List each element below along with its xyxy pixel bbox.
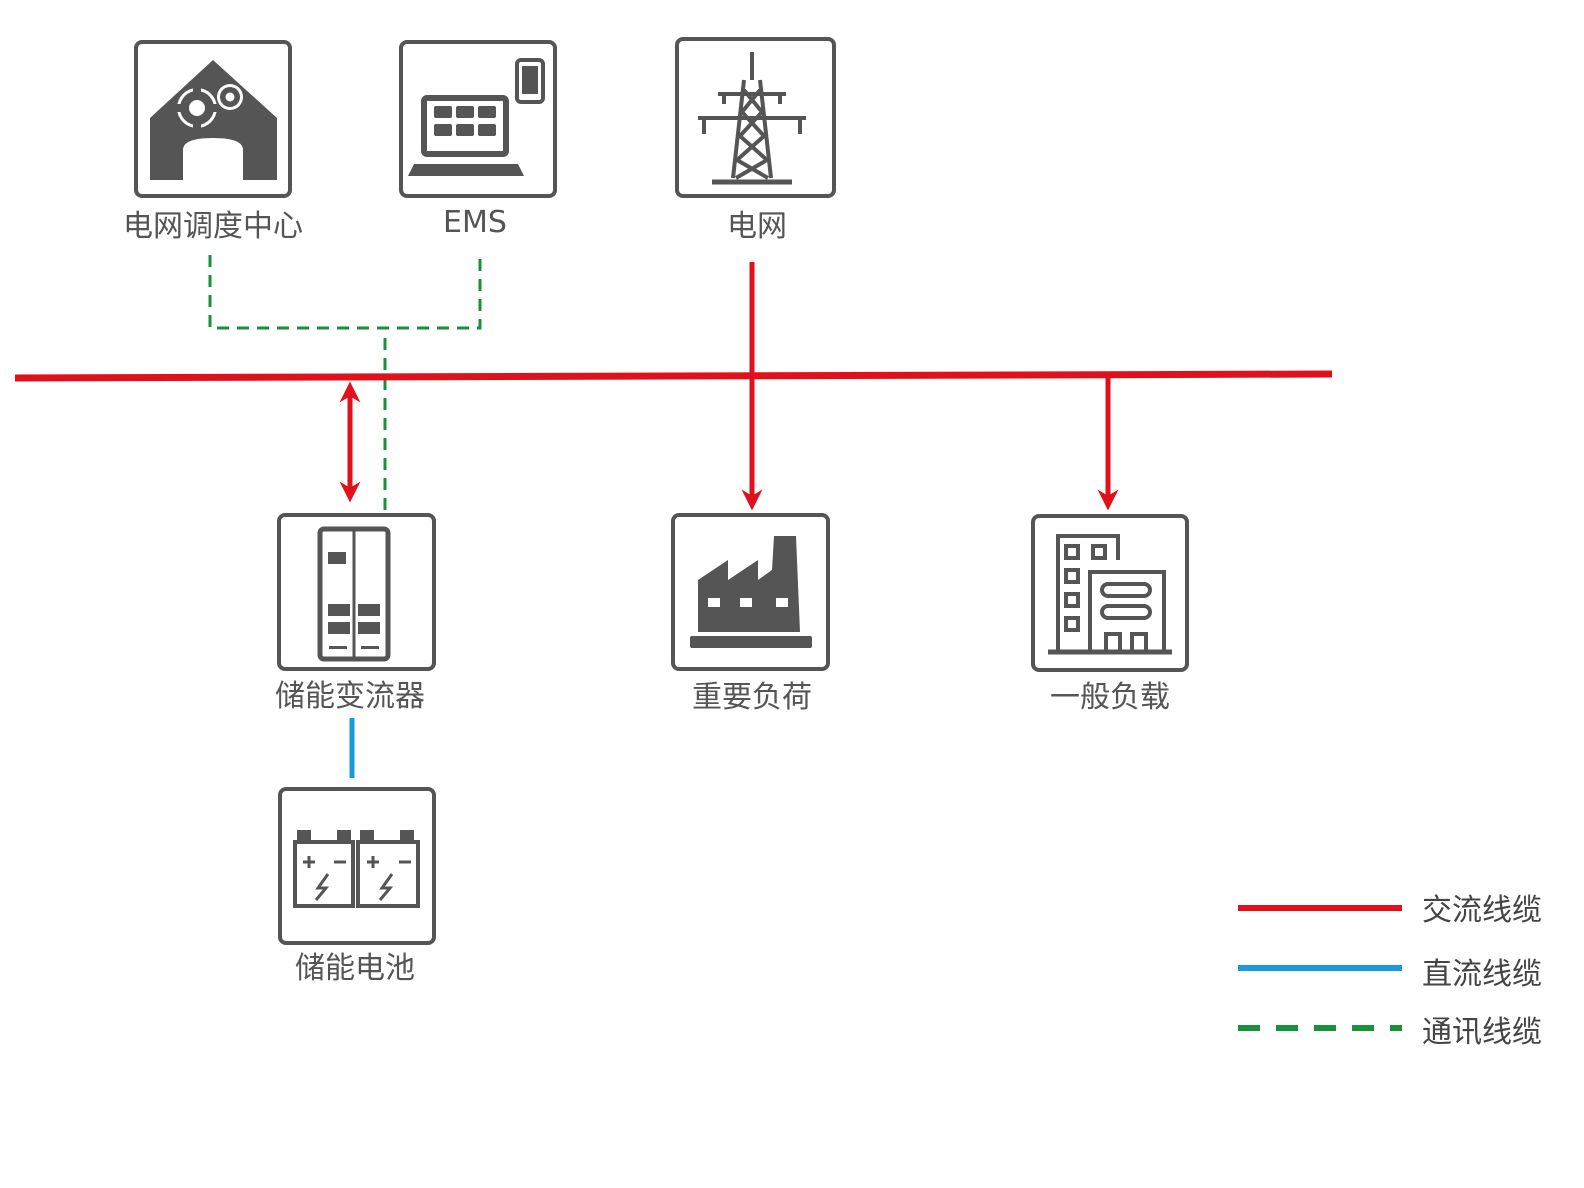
legend-label-comm: 通讯线缆 (1422, 1015, 1542, 1050)
node-label: 电网 (727, 209, 787, 244)
legend-item-ac: 交流线缆 (1238, 893, 1542, 928)
node-label: 重要负荷 (692, 680, 812, 715)
house-gears-icon (150, 60, 277, 180)
legend-label-ac: 交流线缆 (1422, 893, 1542, 928)
legend-item-dc: 直流线缆 (1238, 957, 1542, 992)
power-tower-icon (698, 52, 806, 185)
legend-label-dc: 直流线缆 (1422, 957, 1542, 992)
node-general-load: 一般负载 (1031, 514, 1189, 715)
node-critical-load: 重要负荷 (671, 513, 830, 715)
factory-icon (690, 536, 812, 648)
node-label: 储能电池 (295, 951, 415, 986)
node-battery: 储能电池 (278, 787, 436, 986)
building-icon (1048, 534, 1172, 655)
cabinet-icon (317, 526, 391, 662)
node-label: 一般负载 (1050, 680, 1170, 715)
node-pcs: 储能变流器 (275, 513, 436, 714)
legend: 交流线缆 直流线缆 通讯线缆 (1238, 893, 1542, 1050)
laptop-phone-icon (408, 58, 545, 176)
node-dispatch-center: 电网调度中心 (123, 40, 303, 244)
legend-item-comm: 通讯线缆 (1238, 1015, 1542, 1050)
node-label: EMS (443, 205, 507, 240)
ac-bus-line (14, 370, 1333, 382)
node-label: 电网调度中心 (123, 209, 303, 244)
node-label: 储能变流器 (275, 679, 425, 714)
node-grid: 电网 (675, 37, 836, 244)
comm-link-dispatch-ems (208, 255, 482, 330)
battery-icon (293, 830, 420, 908)
node-ems: EMS (399, 40, 557, 240)
